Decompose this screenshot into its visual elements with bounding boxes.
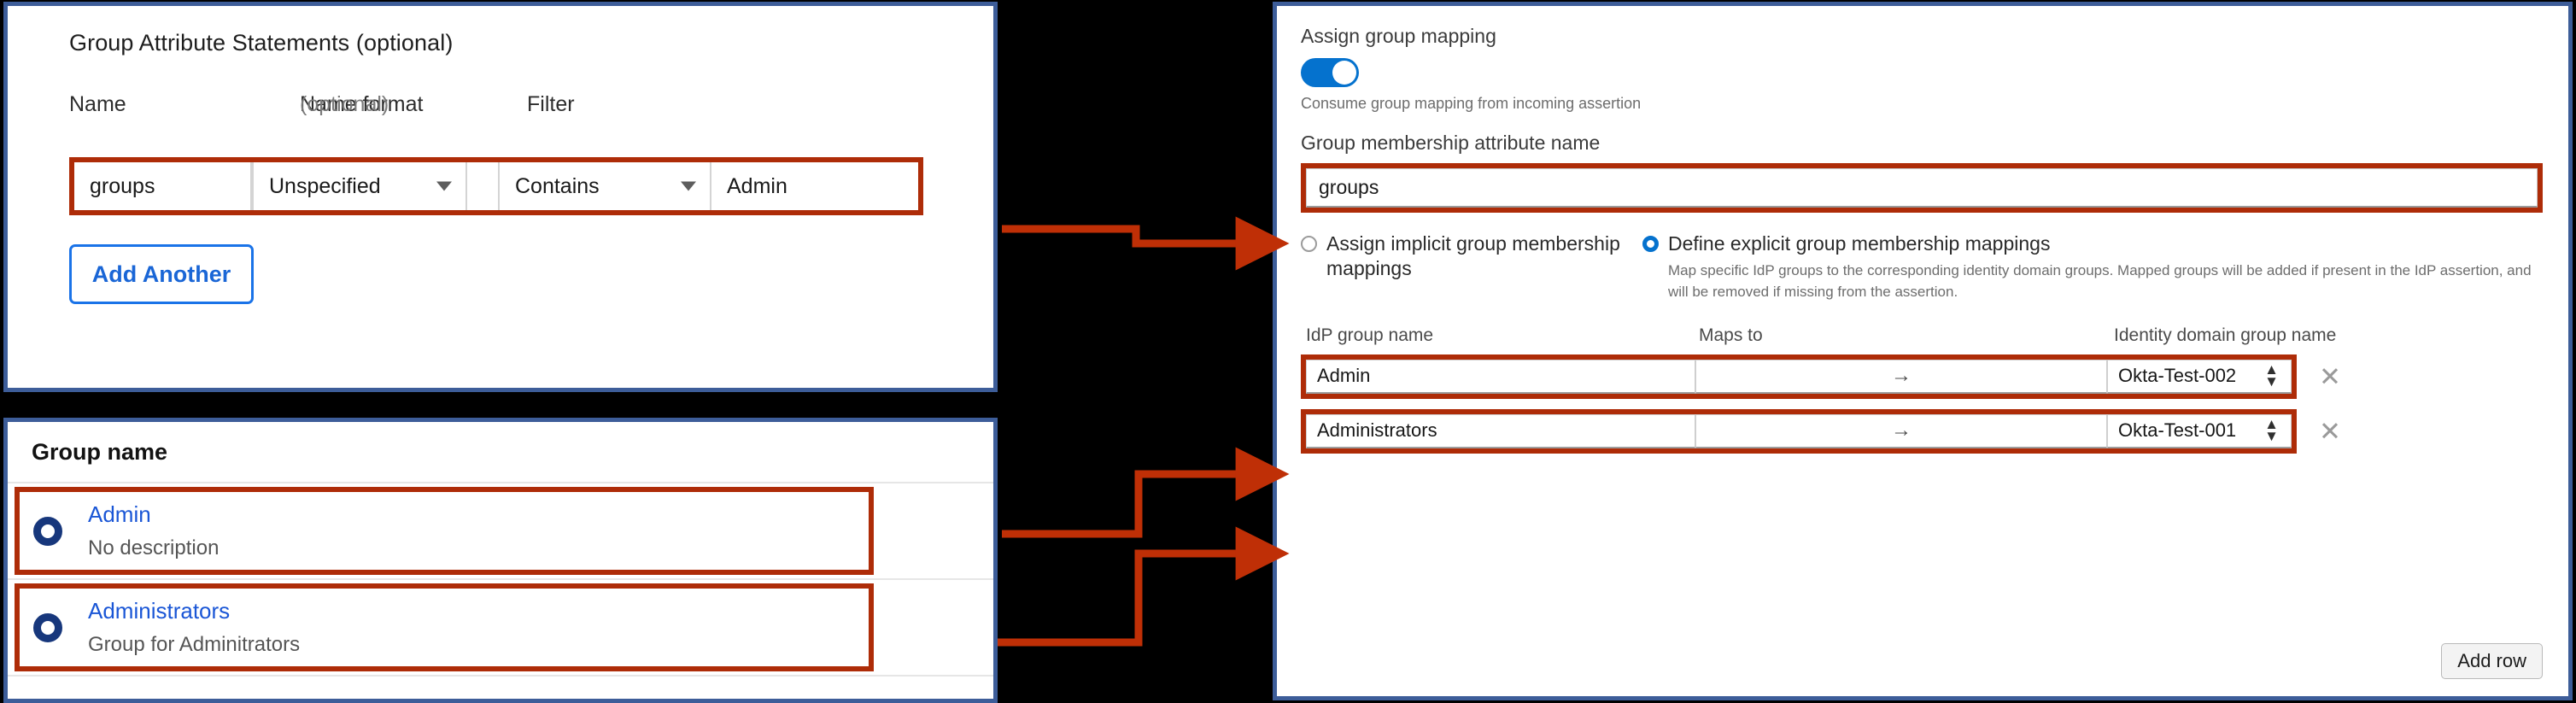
idp-group-name-input[interactable]: Admin — [1306, 359, 1695, 394]
group-attribute-statements-panel: Group Attribute Statements (optional) Na… — [3, 2, 998, 392]
column-header-name: Name — [69, 92, 126, 116]
identity-domain-group-value: Okta-Test-001 — [2118, 419, 2237, 442]
toggle-hint-text: Consume group mapping from incoming asse… — [1301, 95, 1642, 112]
radio-unselected-icon[interactable] — [1301, 236, 1317, 252]
maps-to-arrow-icon: → — [1695, 359, 2107, 394]
attribute-filter-value: Contains — [515, 173, 600, 198]
table-row: Administrators → Okta-Test-001 ▲▼ ✕ — [1301, 408, 2543, 454]
group-list-header: Group name — [8, 422, 993, 483]
group-text: Admin No description — [88, 501, 219, 560]
add-another-button[interactable]: Add Another — [69, 244, 254, 304]
group-membership-attribute-input[interactable]: groups — [1306, 168, 2538, 208]
mapping-row-cells: Admin → Okta-Test-002 ▲▼ — [1306, 359, 2292, 394]
attribute-filter-select[interactable]: Contains — [498, 162, 711, 210]
connector-arrow-administrators — [998, 526, 1290, 647]
column-header-optional-note: (optional) — [300, 92, 389, 116]
list-item[interactable]: Admin No description — [8, 483, 993, 580]
attribute-name-input[interactable]: groups — [74, 162, 252, 210]
radio-option-explicit-label: Define explicit group membership mapping… — [1668, 232, 2051, 255]
chevron-down-icon — [436, 181, 452, 191]
column-header-maps-to: Maps to — [1699, 325, 1763, 345]
group-name-link[interactable]: Admin — [88, 501, 151, 527]
radio-selected-icon[interactable] — [1642, 236, 1659, 252]
remove-row-icon[interactable]: ✕ — [2319, 416, 2341, 447]
idp-group-name-input[interactable]: Administrators — [1306, 413, 1695, 448]
chevron-down-icon — [681, 181, 696, 191]
mapping-row-cells: Administrators → Okta-Test-001 ▲▼ — [1306, 413, 2292, 448]
radio-icon[interactable] — [33, 612, 62, 642]
add-row-button[interactable]: Add row — [2441, 643, 2543, 679]
identity-domain-group-value: Okta-Test-002 — [2118, 365, 2237, 387]
group-name-link[interactable]: Administrators — [88, 598, 231, 624]
attribute-name-format-value: Unspecified — [269, 173, 381, 198]
attribute-filter-text-input[interactable]: Admin — [711, 162, 918, 210]
column-header-idp-group-name: IdP group name — [1306, 325, 1434, 345]
spinner-updown-icon[interactable]: ▲▼ — [2264, 361, 2279, 390]
list-item[interactable]: Administrators Group for Adminitrators — [8, 580, 993, 677]
column-header-name-format: Name format — [300, 92, 424, 116]
radio-option-explicit-text: Define explicit group membership mapping… — [1668, 231, 2543, 303]
column-spacer — [467, 162, 498, 210]
radio-option-explicit-description: Map specific IdP groups to the correspon… — [1668, 262, 2532, 301]
attribute-name-format-select[interactable]: Unspecified — [252, 162, 467, 210]
identity-domain-group-select[interactable]: Okta-Test-001 ▲▼ — [2107, 413, 2292, 448]
column-header-filter: Filter — [527, 92, 575, 116]
maps-to-arrow-icon: → — [1695, 413, 2107, 448]
idp-group-mapping-panel: Assign group mapping Consume group mappi… — [1273, 2, 2573, 700]
attribute-column-headers: Name Name format (optional) Filter — [69, 92, 993, 145]
group-description: No description — [88, 536, 220, 559]
idp-panel-body: Assign group mapping Consume group mappi… — [1277, 6, 2568, 696]
remove-row-icon[interactable]: ✕ — [2319, 361, 2341, 392]
table-row: Admin → Okta-Test-002 ▲▼ ✕ — [1301, 354, 2543, 399]
radio-option-explicit[interactable]: Define explicit group membership mapping… — [1642, 231, 2543, 303]
radio-option-implicit[interactable]: Assign implicit group membership mapping… — [1301, 231, 1642, 303]
attribute-panel-body: Group Attribute Statements (optional) Na… — [8, 6, 993, 304]
spinner-updown-icon[interactable]: ▲▼ — [2264, 416, 2279, 444]
radio-icon[interactable] — [33, 516, 62, 546]
mapping-table-headers: IdP group name Maps to Identity domain g… — [1301, 325, 2543, 351]
assign-group-mapping-toggle[interactable] — [1301, 58, 1359, 87]
toggle-knob — [1332, 61, 1356, 85]
column-header-identity-domain-group-name: Identity domain group name — [2114, 325, 2337, 345]
group-mapping-table: IdP group name Maps to Identity domain g… — [1301, 325, 2543, 454]
group-text: Administrators Group for Adminitrators — [88, 598, 300, 657]
identity-domain-group-select[interactable]: Okta-Test-002 ▲▼ — [2107, 359, 2292, 394]
mapping-mode-radio-group: Assign implicit group membership mapping… — [1301, 231, 2543, 303]
connector-arrow-admin — [1002, 447, 1290, 538]
assign-group-mapping-label: Assign group mapping — [1301, 25, 1496, 47]
page-title: Group Attribute Statements (optional) — [69, 30, 454, 56]
attribute-name-highlight: groups — [1301, 163, 2543, 213]
group-list-panel: Group name Admin No description Administ… — [3, 418, 998, 703]
radio-option-implicit-label: Assign implicit group membership mapping… — [1326, 232, 1620, 280]
connector-arrow-attribute — [1002, 216, 1290, 271]
attribute-name-label: Group membership attribute name — [1301, 132, 1601, 154]
attribute-statement-row: groups Unspecified Contains Admin — [69, 157, 923, 215]
group-description: Group for Adminitrators — [88, 633, 301, 656]
